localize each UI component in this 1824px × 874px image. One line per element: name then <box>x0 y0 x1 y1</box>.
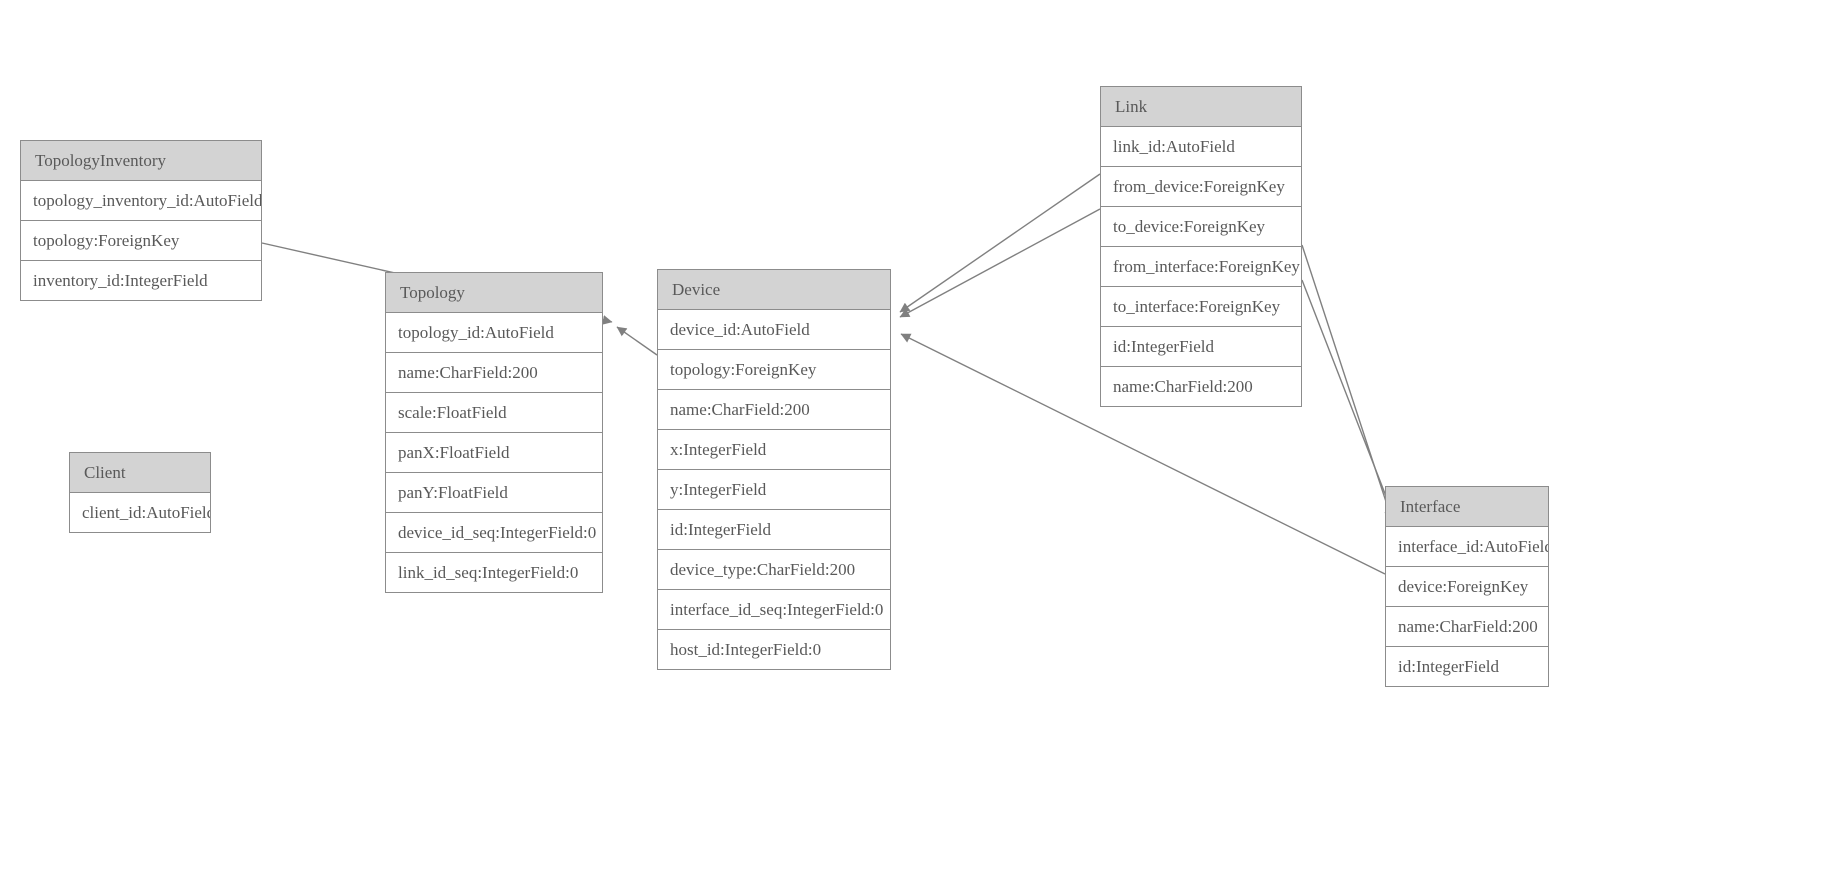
entity-field[interactable]: topology_inventory_id:AutoField <box>21 181 261 221</box>
entity-field[interactable]: x:IntegerField <box>658 430 890 470</box>
entity-field[interactable]: id:IntegerField <box>1386 647 1548 686</box>
entity-field[interactable]: panY:FloatField <box>386 473 602 513</box>
entity-title-client: Client <box>70 453 210 493</box>
entity-field[interactable]: device:ForeignKey <box>1386 567 1548 607</box>
entity-title-link: Link <box>1101 87 1301 127</box>
entity-field[interactable]: name:CharField:200 <box>1386 607 1548 647</box>
relationship-link-from-device <box>899 173 1101 313</box>
entity-field[interactable]: link_id_seq:IntegerField:0 <box>386 553 602 592</box>
entity-field[interactable]: name:CharField:200 <box>658 390 890 430</box>
entity-field[interactable]: device_type:CharField:200 <box>658 550 890 590</box>
entity-title-device: Device <box>658 270 890 310</box>
entity-field[interactable]: scale:FloatField <box>386 393 602 433</box>
entity-field[interactable]: to_interface:ForeignKey <box>1101 287 1301 327</box>
entity-field[interactable]: interface_id_seq:IntegerField:0 <box>658 590 890 630</box>
entity-field[interactable]: topology:ForeignKey <box>21 221 261 261</box>
entity-field[interactable]: inventory_id:IntegerField <box>21 261 261 300</box>
relationship-link-to-device <box>899 208 1101 318</box>
entity-field[interactable]: id:IntegerField <box>1101 327 1301 367</box>
entity-title-topology_inventory: TopologyInventory <box>21 141 261 181</box>
entity-field[interactable]: name:CharField:200 <box>386 353 602 393</box>
entity-field[interactable]: topology_id:AutoField <box>386 313 602 353</box>
relationship-link-from-interface <box>1301 244 1394 521</box>
entity-field[interactable]: name:CharField:200 <box>1101 367 1301 406</box>
entity-field[interactable]: panX:FloatField <box>386 433 602 473</box>
entity-field[interactable]: client_id:AutoField <box>70 493 210 532</box>
entity-title-topology: Topology <box>386 273 602 313</box>
entity-title-interface: Interface <box>1386 487 1548 527</box>
entity-field[interactable]: from_device:ForeignKey <box>1101 167 1301 207</box>
entity-field[interactable]: interface_id:AutoField <box>1386 527 1548 567</box>
relationship-device-topology <box>616 326 658 356</box>
entity-field[interactable]: from_interface:ForeignKey <box>1101 247 1301 287</box>
relationship-link-to-interface <box>1301 279 1398 523</box>
entity-field[interactable]: y:IntegerField <box>658 470 890 510</box>
entity-field[interactable]: topology:ForeignKey <box>658 350 890 390</box>
entity-field[interactable]: to_device:ForeignKey <box>1101 207 1301 247</box>
entity-field[interactable]: link_id:AutoField <box>1101 127 1301 167</box>
entity-field[interactable]: id:IntegerField <box>658 510 890 550</box>
entity-field[interactable]: device_id:AutoField <box>658 310 890 350</box>
entity-field[interactable]: host_id:IntegerField:0 <box>658 630 890 669</box>
entity-field[interactable]: device_id_seq:IntegerField:0 <box>386 513 602 553</box>
